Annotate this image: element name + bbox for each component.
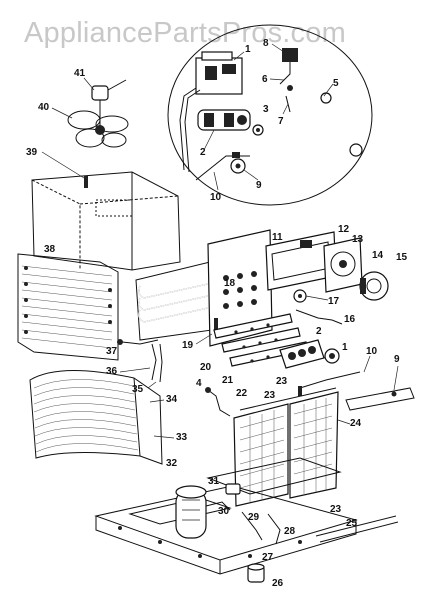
callout-13: 13 (352, 234, 364, 245)
callout-32: 32 (166, 458, 178, 469)
callout-33: 33 (176, 432, 188, 443)
callout-30: 30 (218, 506, 230, 517)
pressure-switch-part (279, 48, 298, 91)
evaporator-coil-part (17, 253, 119, 361)
callout-5: 5 (333, 78, 339, 89)
burner-pilot-part (197, 109, 251, 131)
inducer-assembly-part (265, 231, 389, 301)
callout-16: 16 (344, 314, 356, 325)
callout-18: 18 (224, 278, 236, 289)
callout-10b: 10 (366, 346, 378, 357)
callout-1: 1 (245, 44, 251, 55)
gas-valve-part (179, 51, 243, 173)
air-filter-part (233, 387, 339, 507)
watermark-text: AppliancePartsPros.com (24, 17, 346, 49)
sensor-bulb-part (117, 339, 163, 383)
rail-part (315, 515, 397, 537)
callout-29: 29 (248, 512, 260, 523)
callout-39: 39 (26, 147, 38, 158)
wire-harness-part (207, 389, 231, 417)
callout-23a: 23 (276, 376, 288, 387)
callout-40: 40 (38, 102, 50, 113)
callout-11: 11 (272, 232, 283, 243)
blower-fan-part (67, 110, 129, 148)
callout-4: 4 (196, 378, 202, 389)
callout-3: 3 (263, 104, 269, 115)
callout-34: 34 (166, 394, 178, 405)
callout-25: 25 (346, 518, 358, 529)
limit-switch-part (293, 289, 307, 303)
condenser-coil-part (29, 369, 163, 465)
blower-housing-part (31, 171, 181, 271)
callout-2b: 2 (316, 326, 322, 337)
refrigerant-tube-part (241, 511, 263, 541)
fan-motor-part (91, 79, 127, 126)
callout-23b: 23 (264, 390, 276, 401)
callout-20: 20 (200, 362, 212, 373)
callout-6: 6 (262, 74, 268, 85)
callout-28: 28 (284, 526, 296, 537)
capacitor-part (225, 483, 241, 495)
heat-exchanger-part (135, 261, 213, 341)
callout-21: 21 (222, 375, 234, 386)
compressor-part (175, 485, 231, 539)
fitting-part-3 (252, 124, 264, 136)
callout-8: 8 (263, 38, 269, 49)
mounting-bracket-part (345, 387, 415, 411)
callout-9b: 9 (394, 354, 400, 365)
callout-26: 26 (272, 578, 284, 589)
callout-23c: 23 (330, 504, 342, 515)
callout-1b: 1 (342, 342, 348, 353)
callout-36: 36 (106, 366, 118, 377)
callout-38: 38 (44, 244, 56, 255)
callout-19: 19 (182, 340, 194, 351)
callout-41: 41 (74, 68, 86, 79)
burner-panel-part (207, 229, 273, 347)
callout-37: 37 (106, 346, 118, 357)
callout-9: 9 (256, 180, 262, 191)
callout-2: 2 (200, 147, 206, 158)
drain-fitting-part (247, 563, 265, 583)
callout-31: 31 (208, 476, 220, 487)
wire-part (295, 309, 343, 325)
igniter-rod-part (299, 371, 361, 389)
callout-12: 12 (338, 224, 350, 235)
callout-10: 10 (210, 192, 222, 203)
gas-tube-part (291, 91, 363, 157)
callout-35: 35 (132, 384, 144, 395)
callout-24: 24 (350, 418, 362, 429)
igniter-bracket-part (195, 152, 250, 181)
callout-27: 27 (262, 552, 274, 563)
gas-valve-lower-part (279, 339, 340, 369)
callout-14: 14 (372, 250, 384, 261)
callout-15: 15 (396, 252, 408, 263)
gas-valve-detail-circle (167, 24, 373, 206)
callout-22: 22 (236, 388, 248, 399)
callout-7: 7 (278, 116, 284, 127)
callout-17: 17 (328, 296, 340, 307)
